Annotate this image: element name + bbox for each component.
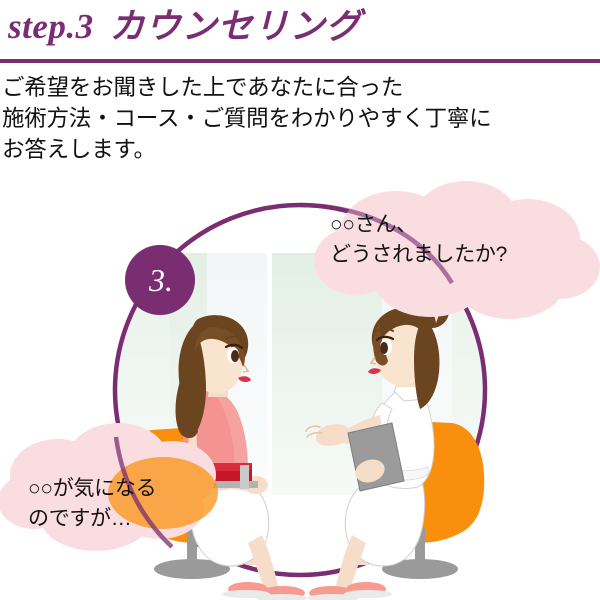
purple-ring-overlay-top — [299, 202, 454, 285]
client-bubble-line-1: ○○が気になる — [28, 477, 157, 500]
client-bubble-overlap — [108, 457, 218, 529]
client-hair-top — [191, 315, 249, 359]
step-badge-circle — [125, 245, 195, 315]
client-nose — [242, 364, 250, 373]
staff-hair-top — [371, 307, 428, 353]
staff-front-leg — [334, 535, 366, 595]
staff-clipboard-hand — [355, 459, 385, 483]
staff-bubble-text: ○○さん、 どうされましたか? — [330, 210, 507, 270]
client-bubble-text: ○○が気になる のですが… — [28, 474, 157, 534]
copy-line-1: ご希望をお聞きした上であなたに合った — [2, 75, 404, 100]
step-heading: カウンセリング — [109, 7, 362, 46]
staff-hair-back — [414, 317, 440, 409]
client-back-shoe-sole — [222, 590, 270, 598]
client-handbag-clasp — [240, 465, 249, 489]
staff-figure — [305, 294, 485, 600]
client-front-leg — [248, 535, 280, 595]
client-chair-post — [187, 527, 197, 567]
staff-lips — [368, 368, 381, 375]
client-chair-base — [154, 559, 230, 579]
staff-bubble-line-2: どうされましたか? — [330, 243, 507, 266]
client-lips — [238, 376, 251, 383]
counseling-illustration — [0, 175, 600, 600]
lead-copy: ご希望をお聞きした上であなたに合った 施術方法・コース・ご質問をわかりやすく丁寧… — [2, 72, 598, 165]
copy-line-2: 施術方法・コース・ご質問をわかりやすく丁寧に — [2, 106, 492, 131]
client-handbag-strap — [200, 481, 258, 488]
staff-gesture-fingers — [305, 425, 323, 438]
staff-eyebrow — [374, 327, 394, 333]
staff-speech-bubble — [314, 181, 600, 323]
client-pupil — [231, 350, 239, 362]
client-top-shade — [214, 392, 247, 483]
title-divider — [0, 59, 600, 63]
staff-pupil — [380, 342, 388, 354]
staff-eyelash — [375, 335, 395, 342]
step-label: step.3 — [8, 7, 94, 46]
client-eyebrow — [225, 335, 245, 341]
staff-gesture-hand — [315, 424, 351, 446]
staff-bubble-body — [314, 181, 600, 319]
staff-nose — [369, 356, 377, 365]
staff-back-shoe-sole — [344, 590, 392, 598]
client-bubble-line-2: のですが… — [28, 507, 132, 530]
client-eyelash — [224, 343, 244, 350]
purple-ring-overlay-left — [113, 436, 174, 549]
staff-chair-post — [415, 527, 425, 567]
staff-bubble-line-1: ○○さん、 — [330, 213, 417, 236]
staff-chair-base — [382, 559, 458, 579]
client-hair-tail — [175, 381, 198, 439]
page-title: step.3 カウンセリング — [8, 2, 362, 52]
copy-line-3: お答えします。 — [2, 137, 156, 162]
